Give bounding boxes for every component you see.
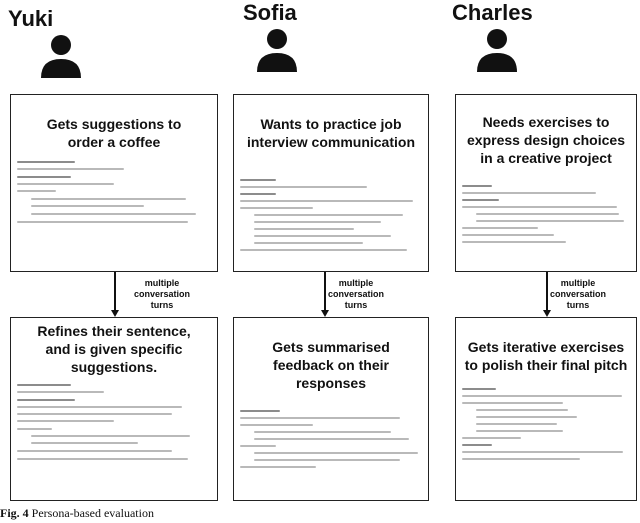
connector-line bbox=[546, 272, 548, 312]
connector-label: multiple conversation turns bbox=[327, 278, 385, 310]
arrow-down-icon bbox=[543, 310, 551, 317]
person-icon bbox=[257, 29, 297, 72]
chat-screenshot bbox=[462, 185, 630, 248]
outcome-card-sofia: Gets summarised feedback on their respon… bbox=[233, 317, 429, 501]
outcome-text: Refines their sentence, and is given spe… bbox=[37, 323, 191, 375]
goal-text: Wants to practice job interview communic… bbox=[246, 116, 416, 150]
connector-label: multiple conversation turns bbox=[133, 278, 191, 310]
outcome-card-charles: Gets iterative exercises to polish their… bbox=[455, 317, 637, 501]
arrow-down-icon bbox=[321, 310, 329, 317]
persona-name-yuki: Yuki bbox=[8, 6, 54, 31]
person-icon bbox=[41, 35, 81, 78]
chat-screenshot bbox=[240, 410, 422, 473]
persona-name-charles: Charles bbox=[452, 0, 533, 25]
figure-label: Fig. 4 bbox=[0, 506, 29, 520]
goal-card-yuki: Gets suggestions to order a coffee bbox=[10, 94, 218, 272]
chat-screenshot bbox=[17, 384, 211, 465]
connector-line bbox=[114, 272, 116, 312]
person-icon bbox=[477, 29, 517, 72]
goal-text: Needs exercises to express design choice… bbox=[467, 114, 625, 166]
outcome-text: Gets summarised feedback on their respon… bbox=[272, 339, 390, 391]
chat-screenshot bbox=[240, 179, 422, 256]
goal-text: Gets suggestions to order a coffee bbox=[46, 116, 182, 150]
goal-card-charles: Needs exercises to express design choice… bbox=[455, 94, 637, 272]
outcome-card-yuki: Refines their sentence, and is given spe… bbox=[10, 317, 218, 501]
chat-screenshot bbox=[17, 161, 211, 228]
arrow-down-icon bbox=[111, 310, 119, 317]
figure-caption-text: Persona-based evaluation bbox=[31, 506, 154, 520]
connector-line bbox=[324, 272, 326, 312]
persona-name-sofia: Sofia bbox=[243, 0, 297, 25]
figure-caption: Fig. 4 Persona-based evaluation bbox=[0, 506, 154, 521]
outcome-text: Gets iterative exercises to polish their… bbox=[464, 339, 628, 373]
chat-screenshot bbox=[462, 388, 630, 465]
connector-label: multiple conversation turns bbox=[549, 278, 607, 310]
goal-card-sofia: Wants to practice job interview communic… bbox=[233, 94, 429, 272]
